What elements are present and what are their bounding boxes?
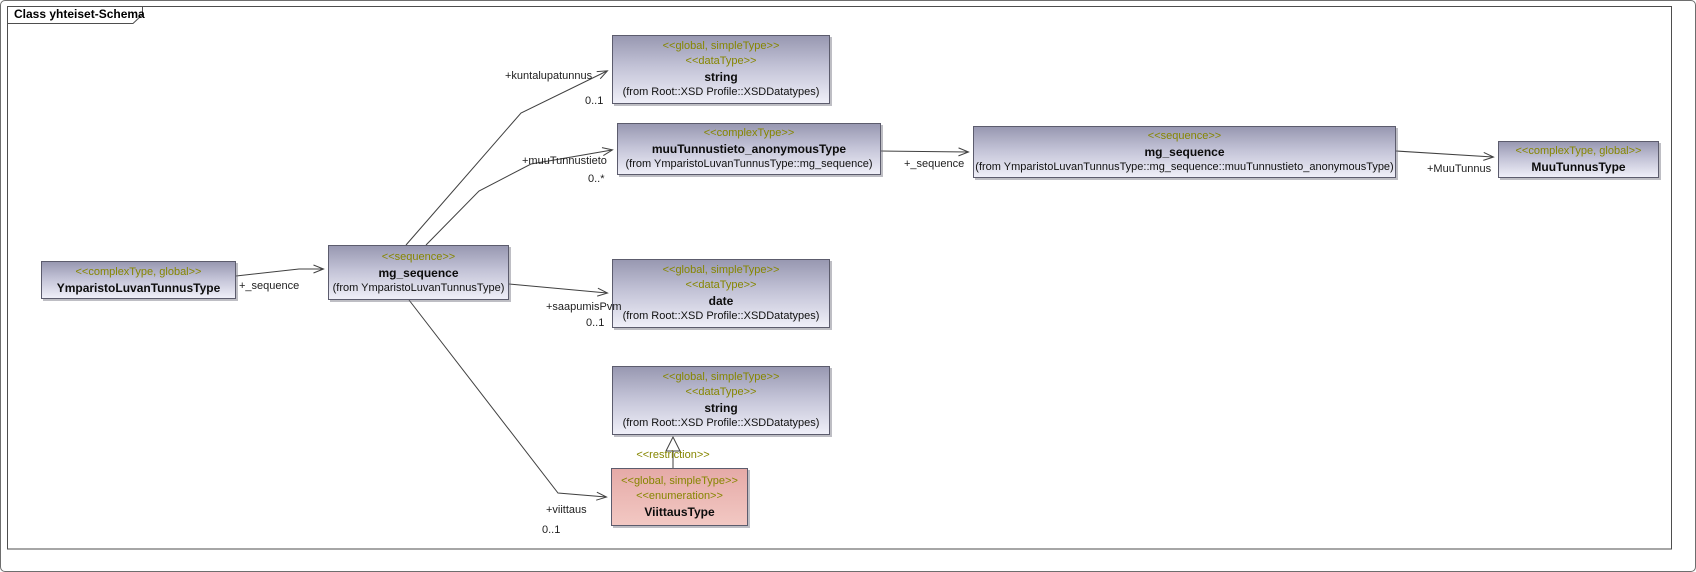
class-origin: (from Root::XSD Profile::XSDDatatypes) bbox=[622, 86, 820, 98]
class-origin: (from Root::XSD Profile::XSDDatatypes) bbox=[622, 310, 820, 322]
frame-border bbox=[7, 6, 1672, 550]
class-name: YmparistoLuvanTunnusType bbox=[56, 280, 221, 295]
stereotype-label: <<dataType>> bbox=[685, 55, 757, 67]
stereotype-label: <<dataType>> bbox=[685, 386, 757, 398]
edge-label-kuntalupatunnus: +kuntalupatunnus bbox=[505, 70, 593, 82]
class-node-date[interactable]: <<global, simpleType>> <<dataType>> date… bbox=[612, 259, 830, 328]
stereotype-label: <<global, simpleType>> bbox=[621, 475, 738, 487]
class-name: string bbox=[704, 70, 738, 84]
edge-multiplicity-saapumispvm: 0..1 bbox=[586, 317, 605, 329]
edge-label-muutunnus: +MuuTunnus bbox=[1427, 163, 1492, 175]
class-node-string-top[interactable]: <<global, simpleType>> <<dataType>> stri… bbox=[612, 35, 830, 104]
edge-label-saapumispvm: +saapumisPvm bbox=[546, 301, 622, 313]
stereotype-label: <<enumeration>> bbox=[636, 490, 723, 502]
stereotype-label: <<complexType, global>> bbox=[1515, 145, 1642, 157]
class-origin: (from YmparistoLuvanTunnusType::mg_seque… bbox=[625, 158, 873, 170]
class-node-ymparistoluvantunnustype[interactable]: <<complexType, global>> YmparistoLuvanTu… bbox=[41, 261, 236, 299]
association-kuntalupatunnus[interactable] bbox=[405, 70, 609, 246]
stereotype-label: <<complexType, global>> bbox=[75, 265, 202, 278]
class-name: mg_sequence bbox=[378, 265, 459, 280]
class-origin: (from YmparistoLuvanTunnusType) bbox=[332, 281, 505, 294]
edge-multiplicity-viittaus: 0..1 bbox=[542, 524, 561, 536]
stereotype-label: <<global, simpleType>> bbox=[662, 371, 780, 383]
stereotype-label: <<complexType>> bbox=[703, 127, 795, 139]
stereotype-label: <<sequence>> bbox=[381, 250, 456, 263]
class-origin: (from Root::XSD Profile::XSDDatatypes) bbox=[622, 417, 820, 429]
class-name: ViittausType bbox=[644, 505, 715, 519]
association-viittaus[interactable] bbox=[408, 299, 608, 501]
edge-label-sequence-left: +_sequence bbox=[239, 280, 300, 292]
class-name: string bbox=[704, 401, 738, 415]
class-name: mg_sequence bbox=[1144, 145, 1225, 159]
class-name: date bbox=[708, 294, 734, 308]
generalization-arrowhead bbox=[665, 435, 681, 452]
association-sequence-right[interactable] bbox=[880, 147, 970, 157]
class-node-mg-sequence-right[interactable]: <<sequence>> mg_sequence (from Ymparisto… bbox=[973, 126, 1396, 178]
class-node-mg-sequence[interactable]: <<sequence>> mg_sequence (from Ymparisto… bbox=[328, 245, 509, 300]
edge-label-viittaus: +viittaus bbox=[546, 504, 587, 516]
class-origin: (from YmparistoLuvanTunnusType::mg_seque… bbox=[975, 161, 1394, 173]
class-name: muuTunnustieto_anonymousType bbox=[651, 142, 847, 156]
diagram-frame-title: Class yhteiset-Schema bbox=[14, 7, 145, 21]
stereotype-label: <<global, simpleType>> bbox=[662, 264, 780, 276]
stereotype-label: <<dataType>> bbox=[685, 279, 757, 291]
association-muutunnus[interactable] bbox=[1395, 150, 1495, 161]
class-node-string-bottom[interactable]: <<global, simpleType>> <<dataType>> stri… bbox=[612, 366, 830, 435]
association-muutunnustieto[interactable] bbox=[425, 147, 614, 246]
association-sequence-left[interactable] bbox=[235, 264, 325, 277]
edge-label-muutunnustieto: +muuTunnustieto bbox=[522, 155, 607, 167]
stereotype-label: <<global, simpleType>> bbox=[662, 40, 780, 52]
association-saapumispvm[interactable] bbox=[508, 283, 609, 297]
edge-label-sequence-right: +_sequence bbox=[904, 158, 965, 170]
edge-multiplicity-muutunnustieto: 0..* bbox=[588, 173, 605, 185]
class-node-muutunnustieto-anonymoustype[interactable]: <<complexType>> muuTunnustieto_anonymous… bbox=[617, 123, 881, 175]
frame-title-tab bbox=[7, 6, 143, 24]
class-name: MuuTunnusType bbox=[1531, 160, 1626, 174]
class-node-muutunnustype[interactable]: <<complexType, global>> MuuTunnusType bbox=[1498, 141, 1659, 178]
stereotype-label: <<sequence>> bbox=[1147, 130, 1222, 142]
edge-multiplicity-kuntalupatunnus: 0..1 bbox=[585, 95, 604, 107]
edge-label-restriction: <<restriction>> bbox=[636, 449, 710, 461]
class-node-viittaustype[interactable]: <<global, simpleType>> <<enumeration>> V… bbox=[611, 468, 748, 526]
